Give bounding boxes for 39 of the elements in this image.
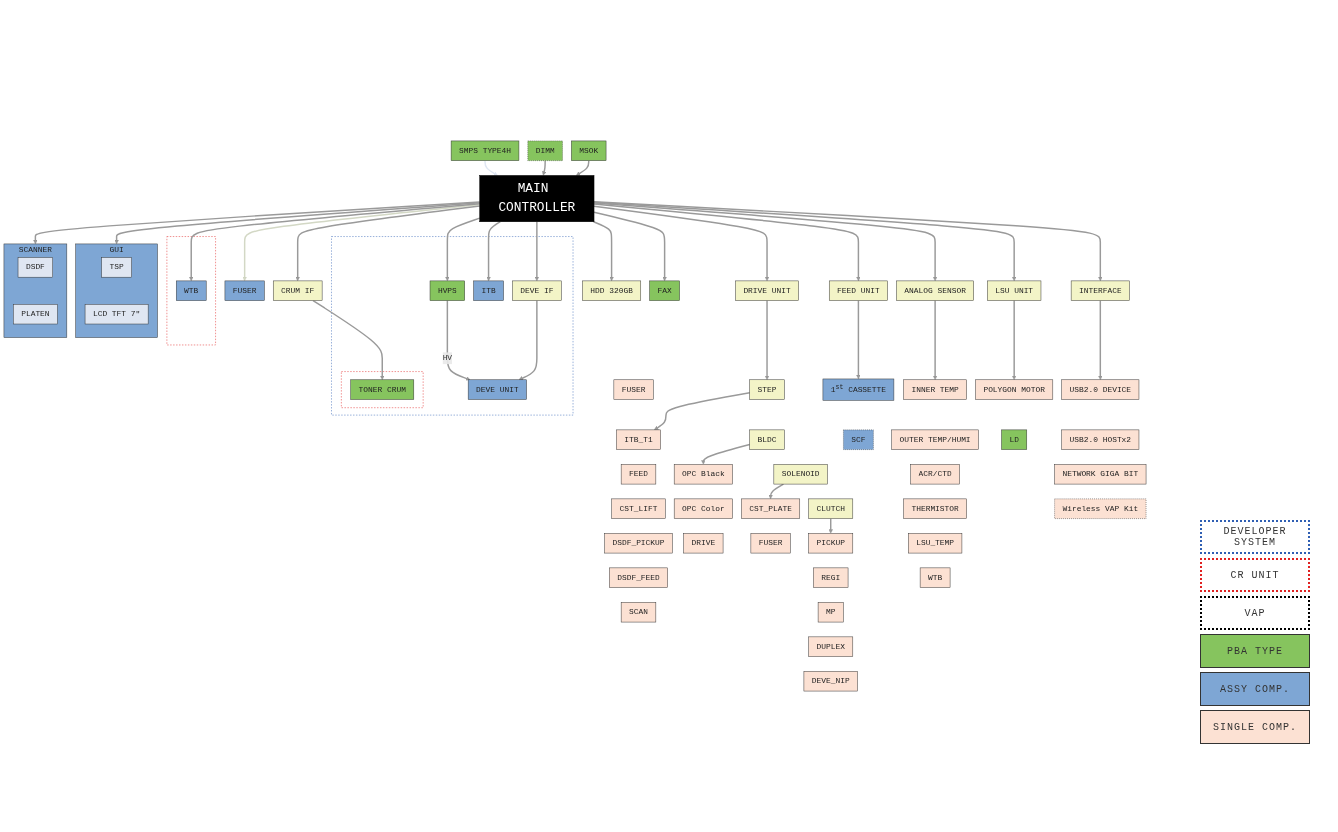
legend-text: SINGLE COMP.: [1213, 721, 1297, 733]
legend-text: PBA TYPE: [1227, 645, 1283, 657]
arrow: [764, 299, 770, 380]
arrow: [114, 202, 481, 245]
arrow: [33, 201, 481, 245]
arrow: [593, 202, 938, 282]
arrow: [856, 299, 861, 380]
arrow: [534, 221, 540, 282]
arrow: [446, 299, 471, 381]
arrow: [445, 217, 481, 282]
arrow: [312, 299, 385, 380]
arrow: [593, 211, 667, 282]
arrow: [701, 443, 751, 465]
arrow: [542, 159, 547, 176]
arrow: [484, 159, 498, 176]
cluster: [341, 371, 424, 408]
cluster: [331, 236, 574, 416]
arrow: [593, 203, 861, 282]
arrow: [189, 202, 481, 282]
legend-text: ASSY COMP.: [1220, 683, 1290, 695]
legend-text: DEVELOPER SYSTEM: [1222, 526, 1288, 548]
node-box: MAIN CONTROLLER: [479, 175, 595, 222]
arrow: [593, 201, 1017, 282]
arrow: [593, 205, 770, 282]
arrow: [242, 203, 481, 282]
arrow: [518, 299, 538, 381]
arrow: [593, 200, 1103, 282]
arrow: [932, 299, 938, 380]
arrow: [576, 159, 590, 176]
arrow: [1012, 299, 1017, 380]
arrow: [592, 221, 614, 282]
legend-text: CR UNIT: [1230, 569, 1280, 581]
arrow: [486, 221, 501, 282]
arrow: [1098, 299, 1103, 380]
arrow: [654, 392, 751, 431]
arrow: [768, 483, 785, 500]
arrow: [295, 205, 481, 282]
cluster: [166, 236, 216, 346]
legend-text: VAP: [1244, 607, 1266, 619]
